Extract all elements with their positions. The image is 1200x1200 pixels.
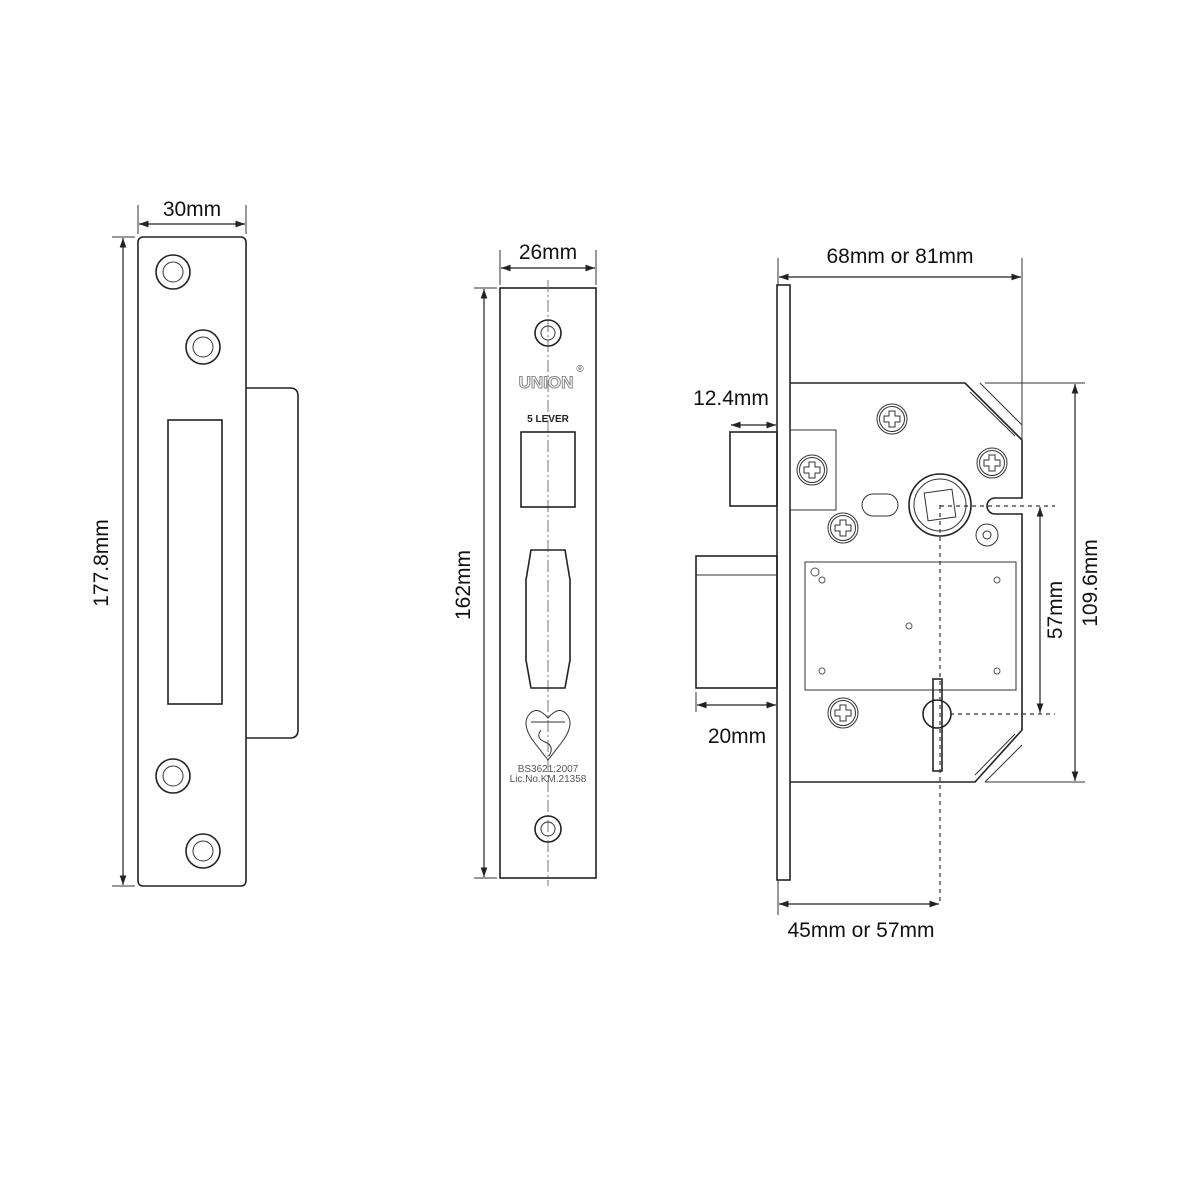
faceplate-height-label: 162mm xyxy=(452,550,475,620)
body-height-label: 109.6mm xyxy=(1079,539,1102,627)
body-height-dimension: 109.6mm xyxy=(985,382,1102,783)
screw-icon xyxy=(796,454,828,486)
strike-width-label: 30mm xyxy=(163,198,221,221)
bolt-throw-dimension: 20mm xyxy=(695,692,776,748)
centres-label: 57mm xyxy=(1044,581,1067,639)
backset-label: 45mm or 57mm xyxy=(787,919,934,942)
case-chamfers xyxy=(969,382,1023,783)
screw-icon xyxy=(976,447,1008,479)
latch-bolt xyxy=(729,431,778,507)
strike-slot xyxy=(167,419,223,705)
key-lever xyxy=(922,678,952,772)
latch-throw-dimension: 12.4mm xyxy=(693,387,776,429)
registered-mark: ® xyxy=(576,364,584,375)
licence-text: Lic.No.KM.21358 xyxy=(510,774,587,785)
cover-plate xyxy=(804,561,1017,691)
strike-box xyxy=(246,387,299,739)
lock-body: 68mm or 81mm 12.4mm 20mm 45mm or 57mm 57… xyxy=(693,245,1102,942)
centres-dimension: 57mm xyxy=(1036,507,1067,713)
screw-icon xyxy=(827,512,859,544)
depth-label: 68mm or 81mm xyxy=(826,245,973,268)
oval-slot xyxy=(861,493,899,517)
lever-text: 5 LEVER xyxy=(527,414,569,425)
strike-screw-holes xyxy=(155,254,221,869)
case-outline xyxy=(790,382,1023,783)
backset-dimension: 45mm or 57mm xyxy=(777,880,939,942)
bolt-opening xyxy=(525,549,571,689)
latch-throw-label: 12.4mm xyxy=(693,387,769,410)
latch-bracket xyxy=(789,429,837,511)
strike-height-dimension: 177.8mm xyxy=(90,236,135,887)
faceplate-width-label: 26mm xyxy=(519,241,577,264)
latch-opening xyxy=(520,431,576,508)
strike-height-label: 177.8mm xyxy=(90,519,113,607)
kitemark-icon xyxy=(525,710,571,761)
faceplate-height-dimension: 162mm xyxy=(452,287,497,879)
strike-plate-outline xyxy=(137,236,247,887)
faceplate-width-dimension: 26mm xyxy=(499,241,597,285)
depth-dimension: 68mm or 81mm xyxy=(777,245,1023,440)
dead-bolt xyxy=(695,555,778,689)
screw-icon xyxy=(827,697,859,729)
strike-plate: 30mm 177.8mm xyxy=(90,198,299,887)
faceplate: UNION ® 5 LEVER BS3621:2007 Lic.No.KM.21… xyxy=(452,241,597,886)
standard-text: BS3621:2007 xyxy=(518,764,579,775)
strike-width-dimension: 30mm xyxy=(137,198,247,234)
brand-logo: UNION xyxy=(519,373,574,392)
bolt-throw-label: 20mm xyxy=(708,725,766,748)
screw-icon xyxy=(876,403,908,435)
forend xyxy=(776,284,791,881)
